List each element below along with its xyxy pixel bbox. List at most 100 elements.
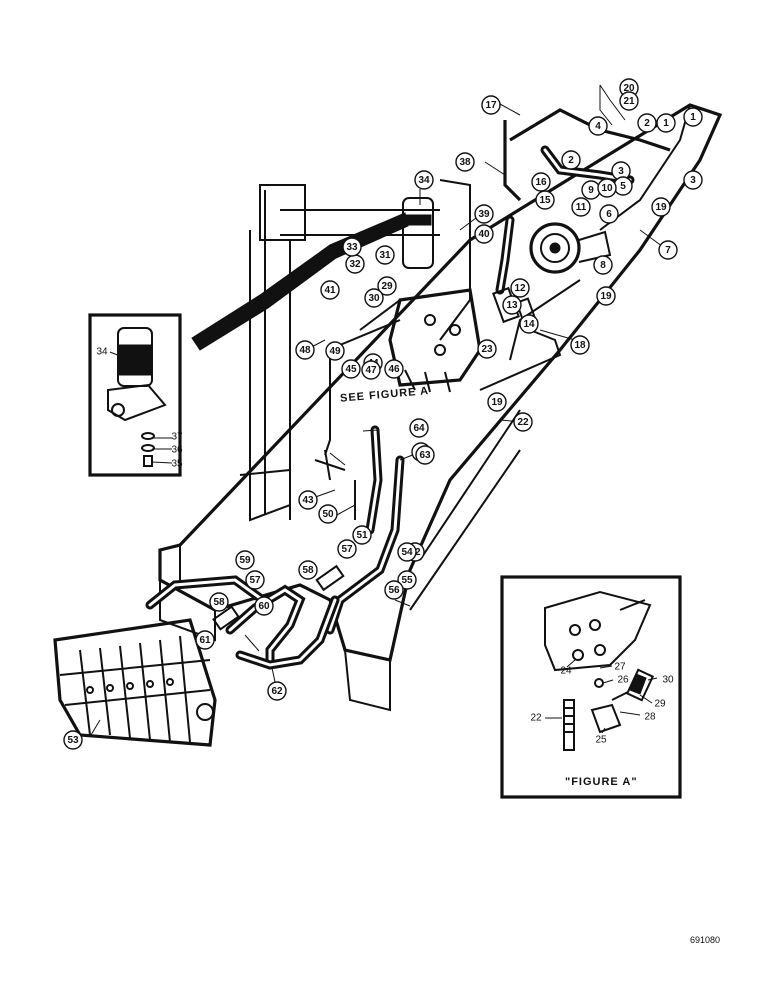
callout-circle bbox=[510, 278, 530, 298]
callout-10: 10 bbox=[597, 178, 617, 198]
callout-number: 5 bbox=[620, 181, 626, 192]
callout-39: 39 bbox=[474, 204, 494, 224]
callout-circle bbox=[570, 335, 590, 355]
callout-number: 17 bbox=[485, 100, 497, 111]
callout-circle bbox=[658, 240, 678, 260]
callout-62: 62 bbox=[267, 681, 287, 701]
callout-circle bbox=[254, 596, 274, 616]
callout-circle bbox=[455, 152, 475, 172]
callout-number: 1 bbox=[663, 118, 669, 129]
callout-number: 48 bbox=[299, 345, 311, 356]
callout-50: 50 bbox=[318, 504, 338, 524]
callout-number: 33 bbox=[346, 242, 358, 253]
callout-circle bbox=[637, 113, 657, 133]
callout-6: 6 bbox=[599, 204, 619, 224]
callout-circle bbox=[519, 314, 539, 334]
callout-circle bbox=[352, 525, 372, 545]
callout-number: 15 bbox=[539, 195, 551, 206]
callout-circle bbox=[535, 190, 555, 210]
callout-29: 29 bbox=[377, 276, 397, 296]
callout-number: 39 bbox=[478, 209, 490, 220]
callout-circle bbox=[361, 360, 381, 380]
callout-circle bbox=[298, 490, 318, 510]
callout-number: 59 bbox=[239, 555, 251, 566]
callout-circle bbox=[619, 91, 639, 111]
callout-circle bbox=[63, 730, 83, 750]
callout-number: 34 bbox=[418, 175, 430, 186]
callout-number: 55 bbox=[401, 575, 413, 586]
label-35: 35 bbox=[171, 459, 183, 470]
callout-number: 20 bbox=[623, 83, 635, 94]
callout-circle bbox=[599, 204, 619, 224]
callout-34: 34 bbox=[414, 170, 434, 190]
callout-circle bbox=[415, 445, 435, 465]
callout-number: 3 bbox=[618, 166, 624, 177]
callout-64: 64 bbox=[409, 418, 429, 438]
callout-number: 45 bbox=[345, 364, 357, 375]
callout-number: 56 bbox=[388, 585, 400, 596]
callout-number: 50 bbox=[322, 509, 334, 520]
callout-5: 5 bbox=[613, 176, 633, 196]
callout-21: 21 bbox=[619, 91, 639, 111]
callout-number: 61 bbox=[199, 635, 211, 646]
callout-circle bbox=[474, 224, 494, 244]
callout-circle bbox=[561, 150, 581, 170]
callout-circle bbox=[683, 170, 703, 190]
callout-8: 8 bbox=[593, 255, 613, 275]
callout-circle bbox=[474, 204, 494, 224]
callout-number: 47 bbox=[365, 365, 377, 376]
callout-circle bbox=[477, 339, 497, 359]
callout-number: 1 bbox=[690, 112, 696, 123]
callout-13: 13 bbox=[502, 295, 522, 315]
callout-number: 58 bbox=[213, 597, 225, 608]
callout-30: 30 bbox=[364, 288, 384, 308]
callout-number: 9 bbox=[588, 185, 594, 196]
callout-number: 21 bbox=[623, 96, 635, 107]
callout-33: 33 bbox=[342, 237, 362, 257]
callout-circle bbox=[502, 295, 522, 315]
callout-55: 55 bbox=[397, 570, 417, 590]
callout-number: 46 bbox=[388, 364, 400, 375]
callout-number: 53 bbox=[67, 735, 79, 746]
callout-9: 9 bbox=[581, 180, 601, 200]
callout-circle bbox=[487, 392, 507, 412]
callout-number: 30 bbox=[368, 293, 380, 304]
label-25: 25 bbox=[595, 735, 607, 746]
callout-circle bbox=[656, 113, 676, 133]
callout-circle bbox=[364, 288, 384, 308]
callout-number: 11 bbox=[576, 202, 587, 213]
callout-3: 3 bbox=[683, 170, 703, 190]
callout-number: 14 bbox=[523, 319, 535, 330]
callout-number: 58 bbox=[302, 565, 314, 576]
callout-number: 51 bbox=[356, 530, 368, 541]
callout-circle bbox=[342, 237, 362, 257]
callout-number: 7 bbox=[665, 245, 671, 256]
callout-63: 63 bbox=[415, 445, 435, 465]
callout-number: 4 bbox=[595, 121, 601, 132]
callout-circle bbox=[588, 116, 608, 136]
callout-number: 2 bbox=[644, 118, 650, 129]
callout-number: 54 bbox=[401, 547, 413, 558]
callout-circle bbox=[596, 286, 616, 306]
callout-circle bbox=[683, 107, 703, 127]
filter-assembly bbox=[402, 197, 434, 269]
callout-circle bbox=[384, 359, 404, 379]
callout-32: 32 bbox=[345, 254, 365, 274]
callout-number: 19 bbox=[600, 291, 612, 302]
callout-number: 41 bbox=[324, 285, 336, 296]
callout-circle bbox=[377, 276, 397, 296]
callout-59: 59 bbox=[235, 550, 255, 570]
callout-48: 48 bbox=[295, 340, 315, 360]
callout-54: 54 bbox=[397, 542, 417, 562]
callout-number: 22 bbox=[517, 417, 529, 428]
callout-number: 16 bbox=[535, 177, 547, 188]
callout-number: 29 bbox=[381, 281, 393, 292]
callout-number: 57 bbox=[341, 544, 353, 555]
callout-number: 10 bbox=[601, 183, 613, 194]
callout-circle bbox=[298, 560, 318, 580]
callout-56: 56 bbox=[384, 580, 404, 600]
callout-51: 51 bbox=[352, 525, 372, 545]
callout-number: 12 bbox=[514, 283, 526, 294]
